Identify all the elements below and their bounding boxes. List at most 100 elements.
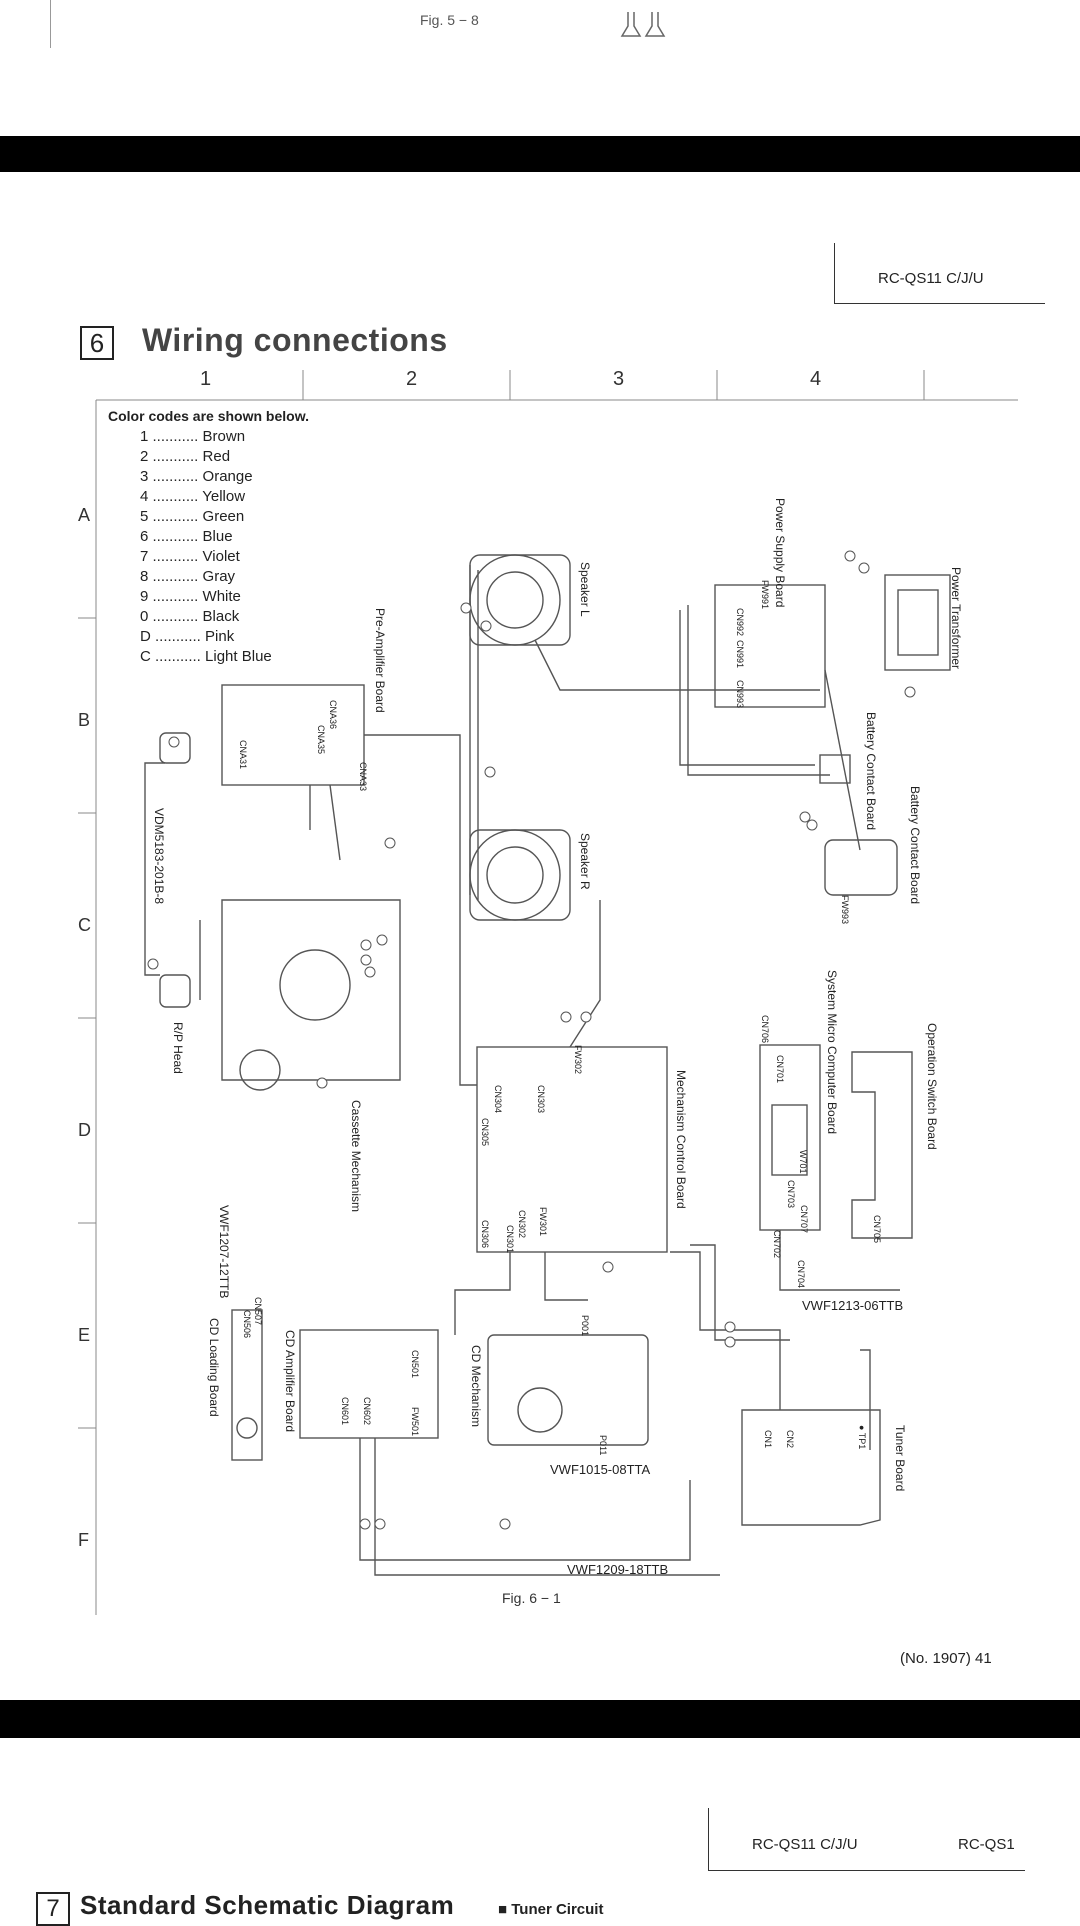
- page-divider-band: [0, 136, 1080, 172]
- cd-loading-board-label: CD Loading Board: [207, 1318, 221, 1417]
- connector-p011: P011: [598, 1435, 608, 1456]
- legend-item: 1 ........... Brown: [140, 428, 272, 448]
- preamp-board-outline: [221, 684, 365, 786]
- connector-cn302: CN302: [517, 1210, 527, 1239]
- connector-cn707: CN707: [799, 1205, 809, 1234]
- legend-color-name: Red: [202, 448, 231, 465]
- legend-dots: ...........: [148, 468, 203, 485]
- legend-color-name: Pink: [205, 628, 235, 645]
- color-code-legend-title: Color codes are shown below.: [108, 408, 309, 424]
- legend-code: 8: [140, 568, 149, 585]
- footer-model-left: RC-QS11 C/J/U: [752, 1836, 858, 1853]
- power-supply-board-outline: [714, 584, 826, 708]
- speaker-l-outline: [469, 554, 561, 646]
- next-section-title: Standard Schematic Diagram: [80, 1890, 455, 1920]
- connector-p001: P001: [580, 1315, 590, 1337]
- row-a-label: A: [78, 505, 91, 525]
- footer-model-right: RC-QS1: [958, 1836, 1015, 1853]
- connector-cn703: CN703: [786, 1180, 796, 1209]
- legend-item: 4 ........... Yellow: [140, 488, 272, 508]
- legend-dots: ...........: [148, 428, 203, 445]
- legend-item: 5 ........... Green: [140, 508, 272, 528]
- legend-dots: ...........: [148, 488, 203, 505]
- vdm-cable-label: VDM5183-201B-8: [152, 808, 166, 905]
- legend-dots: ...........: [148, 508, 203, 525]
- legend-code: 6: [140, 528, 149, 545]
- rp-head-label: R/P Head: [171, 1022, 185, 1074]
- cassette-mechanism-outline: [221, 899, 401, 1081]
- connector-cn303: CN303: [536, 1085, 546, 1114]
- legend-dots: ...........: [150, 648, 206, 665]
- legend-item: 6 ........... Blue: [140, 528, 272, 548]
- legend-item: C ........... Light Blue: [140, 648, 272, 668]
- connector-cn301: CN301: [505, 1225, 515, 1254]
- connector-fw301: FW301: [538, 1207, 548, 1237]
- connector-fw302: FW302: [573, 1045, 583, 1075]
- row-d-label: D: [78, 1120, 91, 1140]
- connector-cna33: CNA33: [358, 762, 368, 792]
- connector-cn602: CN602: [362, 1397, 372, 1426]
- next-section-number: 7: [36, 1892, 70, 1926]
- legend-color-name: Yellow: [202, 488, 246, 505]
- connector-cn991: CN991: [735, 640, 745, 669]
- connector-cn305: CN305: [480, 1118, 490, 1147]
- preamp-board-label: Pre-Amplifier Board: [373, 608, 387, 713]
- mechanism-control-board-label: Mechanism Control Board: [674, 1070, 688, 1209]
- row-f-label: F: [78, 1530, 89, 1550]
- connector-cn706: CN706: [760, 1015, 770, 1044]
- cd-amplifier-board-label: CD Amplifier Board: [283, 1330, 297, 1433]
- connector-fw993: FW993: [840, 895, 850, 925]
- section-title: Wiring connections: [142, 322, 448, 358]
- cd-loading-board-outline: [231, 1309, 263, 1461]
- vwf1213-cable-label: VWF1213-06TTB: [802, 1298, 904, 1313]
- column-4-label: 4: [810, 368, 822, 390]
- section-number: 6: [80, 326, 114, 360]
- connector-cn304: CN304: [493, 1085, 503, 1114]
- system-micro-board-outline: [759, 1044, 821, 1231]
- connector-cna35: CNA35: [316, 725, 326, 755]
- row-e-label: E: [78, 1325, 91, 1345]
- connector-cna31: CNA31: [238, 740, 248, 770]
- legend-code: 3: [140, 468, 149, 485]
- vwf1209-cable-label: VWF1209-18TTB: [567, 1562, 669, 1577]
- legend-color-name: Brown: [202, 428, 246, 445]
- page-divider-band-bottom: [0, 1700, 1080, 1738]
- connector-cn705: CN705: [872, 1215, 882, 1244]
- row-b-label: B: [78, 710, 91, 730]
- battery-contact-board-label: Battery Contact Board: [864, 712, 878, 831]
- connector-cn1: CN1: [763, 1430, 773, 1449]
- legend-item: 7 ........... Violet: [140, 548, 272, 568]
- tuner-board-outline: [741, 1409, 881, 1526]
- legend-item: 2 ........... Red: [140, 448, 272, 468]
- battery-contact-board-label-2: Battery Contact Board: [908, 786, 922, 905]
- cassette-mechanism-label: Cassette Mechanism: [349, 1100, 363, 1213]
- test-point-tp1: ● TP1: [857, 1425, 867, 1450]
- connector-cn704: CN704: [796, 1260, 806, 1289]
- connector-fw501: FW501: [410, 1407, 420, 1437]
- legend-dots: ...........: [148, 568, 203, 585]
- page-margin-rule: [50, 0, 51, 48]
- connector-cn601: CN601: [340, 1397, 350, 1426]
- system-micro-board-label: System Micro Computer Board: [825, 970, 839, 1135]
- page-number: (No. 1907) 41: [900, 1650, 992, 1667]
- legend-code: 7: [140, 548, 149, 565]
- legend-item: 9 ........... White: [140, 588, 272, 608]
- figure-label-top: Fig. 5 − 8: [420, 12, 479, 28]
- connector-w701: W701: [798, 1150, 808, 1174]
- next-section-subtitle: ■ Tuner Circuit: [498, 1901, 604, 1918]
- connector-cn702: CN702: [772, 1230, 782, 1259]
- header-box: [834, 243, 1045, 304]
- legend-item: 0 ........... Black: [140, 608, 272, 628]
- connector-cn2: CN2: [785, 1430, 795, 1449]
- legend-color-name: Blue: [202, 528, 233, 545]
- legend-color-name: Black: [202, 608, 240, 625]
- legend-code: 0: [140, 608, 149, 625]
- legend-dots: ...........: [148, 448, 203, 465]
- legend-item: D ........... Pink: [140, 628, 272, 648]
- legend-code: C: [140, 648, 151, 665]
- model-number: RC-QS11 C/J/U: [878, 270, 984, 287]
- speaker-symbol-icon: [620, 12, 666, 37]
- legend-dots: ...........: [148, 528, 203, 545]
- legend-dots: ...........: [148, 588, 203, 605]
- operation-switch-board-label: Operation Switch Board: [925, 1023, 939, 1150]
